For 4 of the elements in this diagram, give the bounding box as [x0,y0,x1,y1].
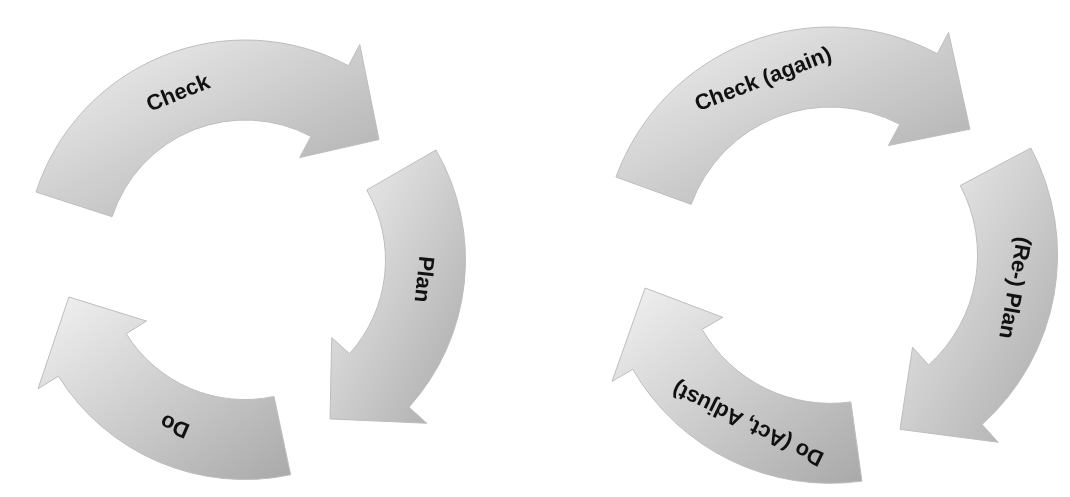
arrow-label: Check [142,68,214,118]
arrow-label: Plan [408,254,440,304]
arrow-label: Do [155,407,194,444]
arrow-label: (Re-) Plan [993,234,1037,341]
